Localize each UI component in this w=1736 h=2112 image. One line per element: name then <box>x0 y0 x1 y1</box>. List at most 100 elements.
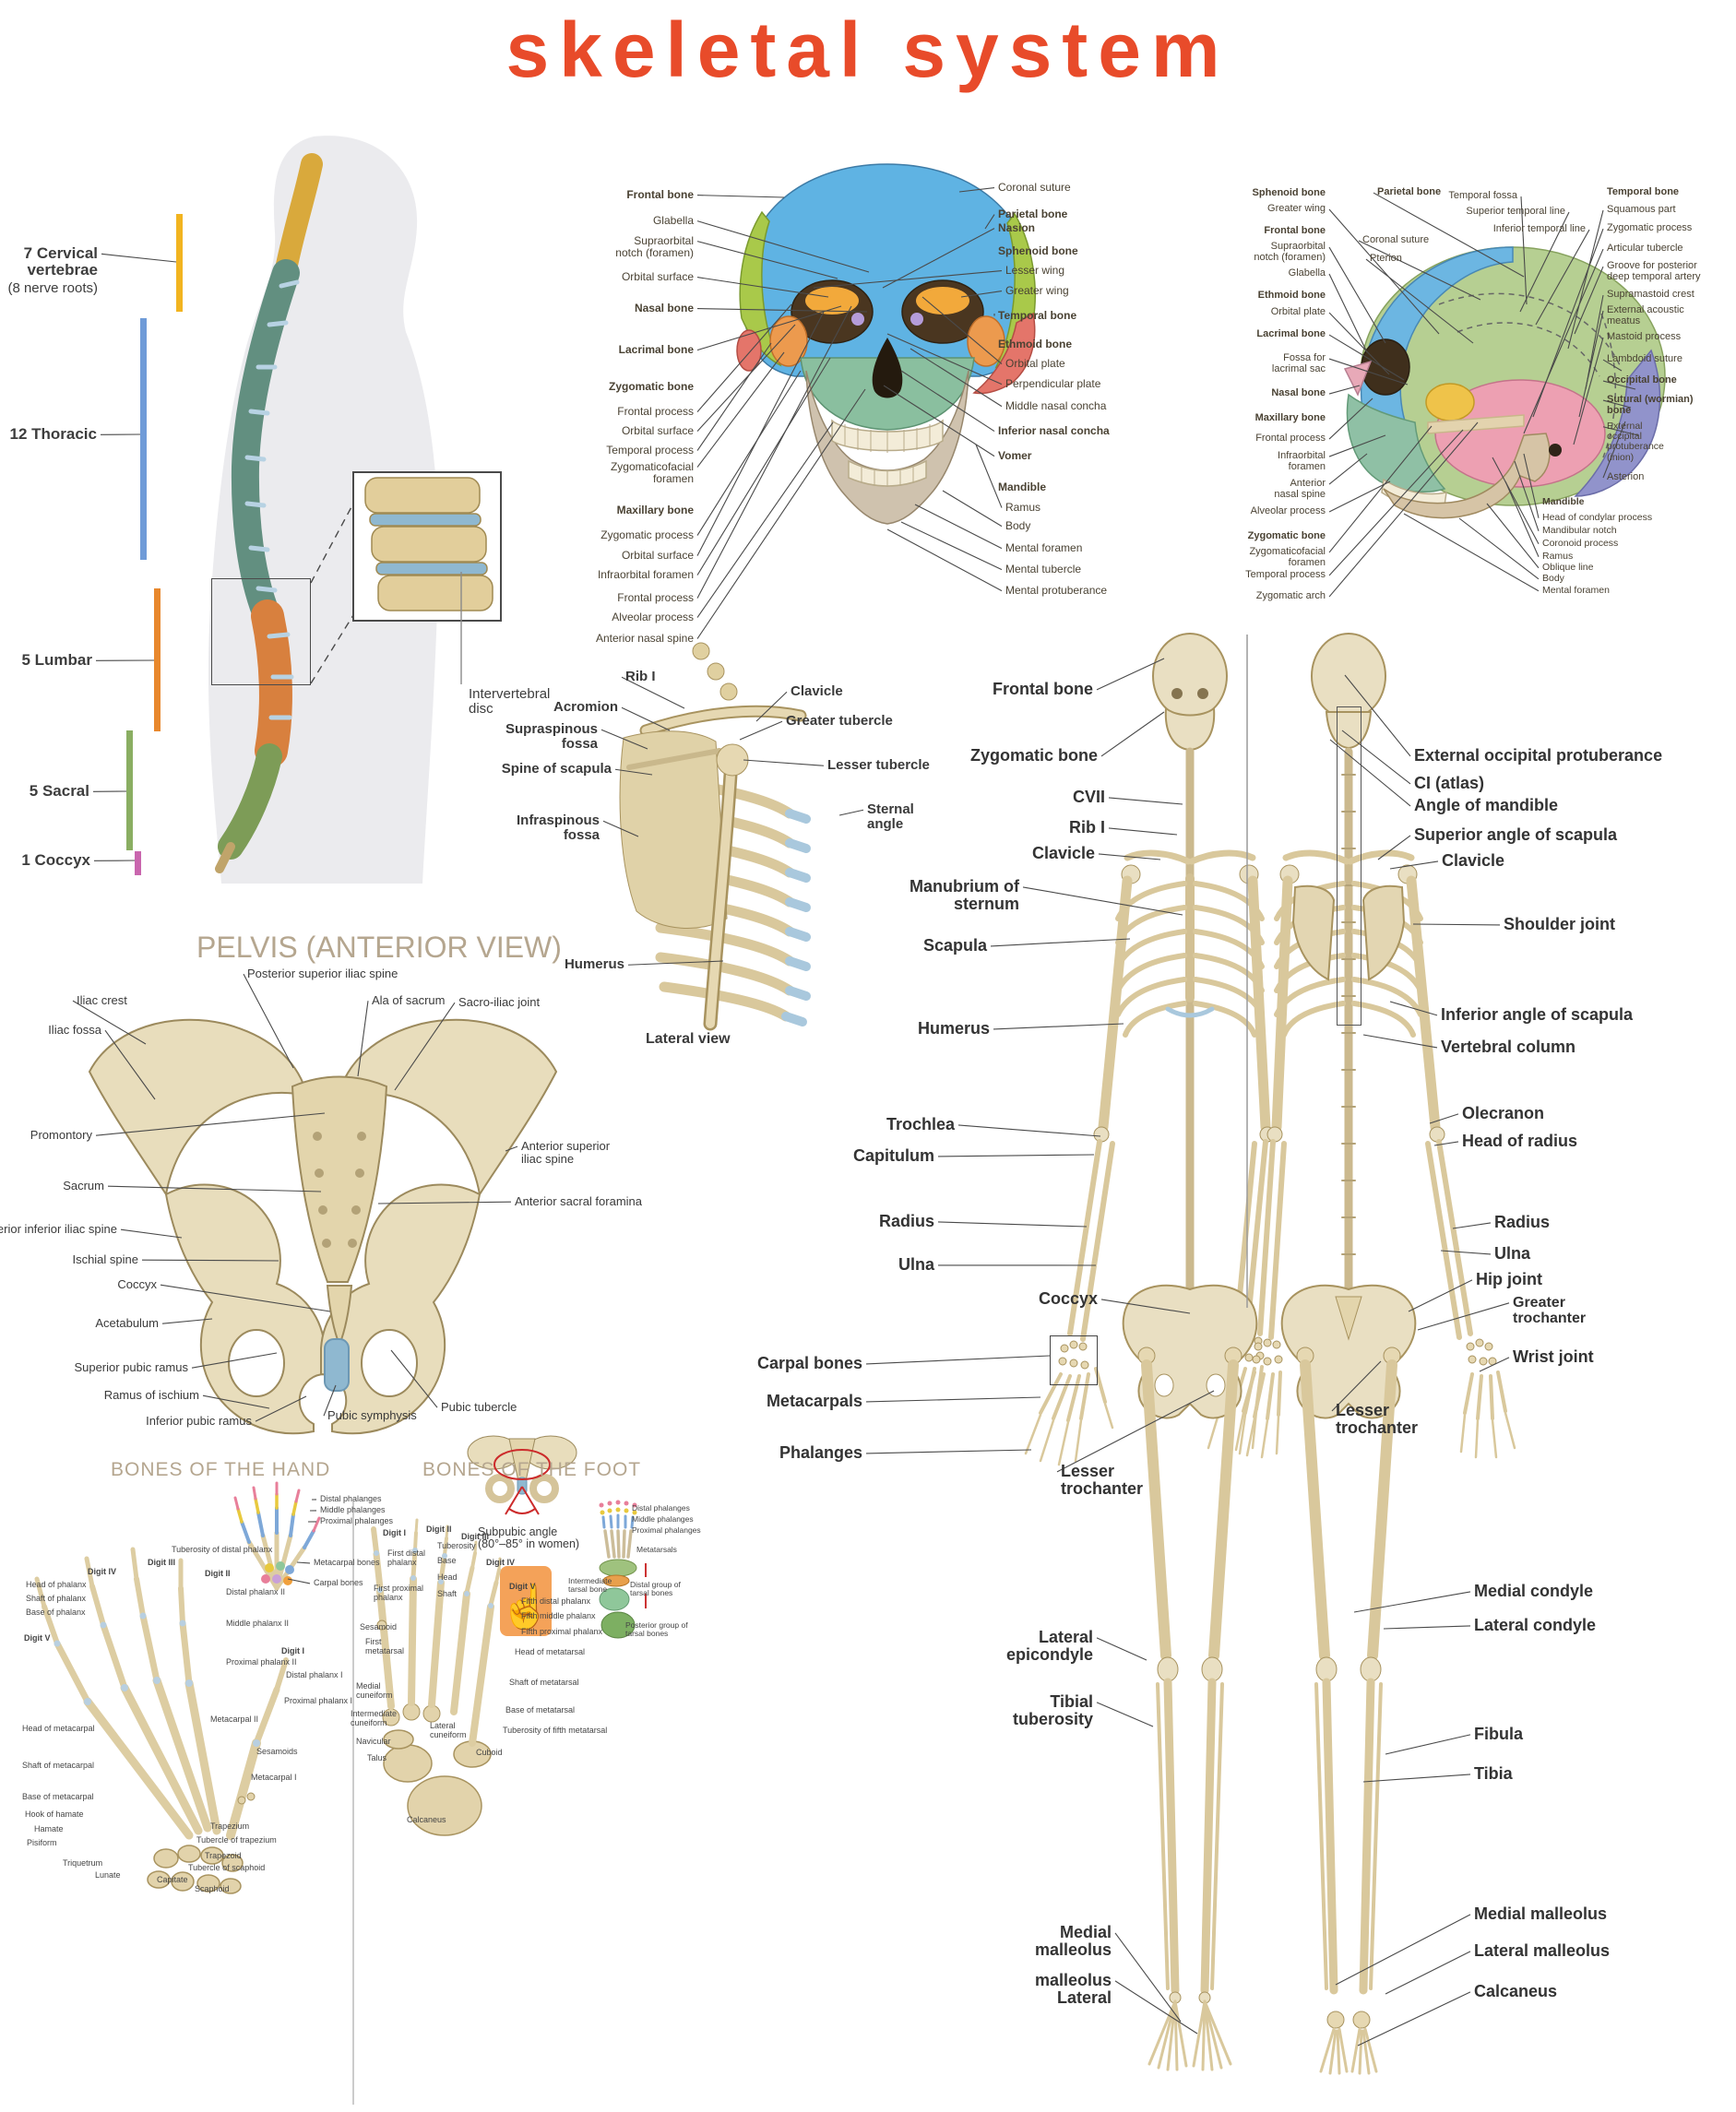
foot-label: Head <box>437 1572 458 1582</box>
thoracic-bar <box>140 318 147 560</box>
ribcage-label: Lateral view <box>646 1031 731 1047</box>
skull-lateral-left-label: Orbital plate <box>1270 306 1326 317</box>
foot-label: Distal phalanges <box>632 1503 690 1513</box>
foot-label: First metatarsal <box>365 1637 405 1655</box>
skeleton-back-figure <box>1234 633 1516 2075</box>
skull-anterior-left-label: Anterior nasal spine <box>595 632 694 645</box>
skull-lateral-right-label: Groove for posterior deep temporal arter… <box>1607 260 1701 282</box>
pelvis-label: Sacro-iliac joint <box>458 995 541 1009</box>
hand-label: Tuberosity of distal phalanx <box>172 1545 273 1554</box>
sacral-bar <box>126 730 133 850</box>
skull-lateral-mandible-label: Head of condylar process <box>1542 512 1653 523</box>
skull-lateral-mandible-label: Coronoid process <box>1542 538 1619 549</box>
skeleton-back-label: Head of radius <box>1462 1132 1578 1150</box>
pelvis-label: Pubic tubercle <box>441 1400 517 1414</box>
hand-label: Hook of hamate <box>25 1809 84 1819</box>
skull-anterior-left-label: Alveolar process <box>612 611 694 623</box>
ribcage-label: Infraspinous fossa <box>516 813 600 844</box>
skull-anterior-right-label: Nasion <box>998 221 1036 234</box>
lumbar-zoom-box <box>211 578 311 685</box>
skull-anterior-right-label: Greater wing <box>1005 284 1069 297</box>
pelvis-label: Pubic symphysis <box>327 1408 417 1422</box>
hand-label: Digit III <box>148 1558 175 1567</box>
skull-lateral-right-label: Squamous part <box>1607 204 1676 215</box>
skull-lateral-left-label: Zygomatic arch <box>1255 590 1326 601</box>
pelvis-label: Superior pubic ramus <box>74 1360 188 1374</box>
skeleton-front-label: Metacarpals <box>766 1392 862 1410</box>
hand-label: Trapezoid <box>205 1851 242 1860</box>
cervical-bar <box>176 214 183 312</box>
skull-anterior-right-label: Mental protuberance <box>1005 584 1108 597</box>
skull-anterior-right-label: Ethmoid bone <box>998 338 1072 350</box>
skeleton-front-label: Lateral epicondyle <box>1005 1628 1093 1665</box>
poster-title: skeletal system <box>505 6 1231 93</box>
skull-lateral-left-label: Zygomaticofacial foramen <box>1249 546 1326 568</box>
skull-lateral-mandible-label: Oblique line <box>1542 562 1594 573</box>
skull-anterior-right-label: Lesser wing <box>1005 264 1065 277</box>
skull-anterior-left-label: Glabella <box>652 214 694 227</box>
skeleton-back-label: CI (atlas) <box>1414 774 1485 792</box>
skull-lateral-left-label: Ethmoid bone <box>1257 290 1326 301</box>
skull-anterior-right-label: Middle nasal concha <box>1005 399 1107 412</box>
skull-lateral-left-label: Sphenoid bone <box>1252 187 1326 198</box>
foot-label: Digit II <box>426 1525 452 1534</box>
skull-lateral-top-label: Temporal fossa <box>1448 190 1517 201</box>
skeleton-front-label: Lesser trochanter <box>1061 1462 1144 1499</box>
skull-anterior-right-label: Coronal suture <box>998 181 1071 194</box>
hand-label: Distal phalanges <box>320 1494 382 1503</box>
foot-label: Cuboid <box>476 1748 503 1757</box>
skeleton-front-label: Capitulum <box>853 1146 934 1165</box>
skull-lateral-right-label: External acoustic meatus <box>1607 304 1684 326</box>
foot-label: Tuberosity <box>437 1541 476 1550</box>
pelvis-label: Anterior sacral foramina <box>515 1194 642 1208</box>
skeleton-front-label: Tibial tuberosity <box>1012 1692 1093 1729</box>
skeleton-front-label: Radius <box>878 1212 934 1230</box>
foot-label: Shaft <box>437 1589 458 1598</box>
skeleton-back-label: Ulna <box>1494 1244 1531 1263</box>
skull-anterior-left-label: Temporal process <box>606 444 694 457</box>
skeleton-back-label: Superior angle of scapula <box>1414 825 1618 844</box>
hand-label: Digit I <box>281 1646 304 1655</box>
hand-label: Digit IV <box>88 1567 116 1576</box>
skeleton-back-label: Clavicle <box>1442 851 1505 870</box>
hand-label: Proximal phalanx II <box>226 1657 297 1667</box>
ribcage-label: Supraspinous fossa <box>505 721 598 753</box>
foot-label: Intermediate cuneiform <box>351 1709 398 1727</box>
hand-label: Shaft of phalanx <box>26 1594 87 1603</box>
skull-anterior-left-label: Orbital surface <box>621 424 694 437</box>
skull-anterior-left-label: Orbital surface <box>621 549 694 562</box>
skull-lateral-left-label: Lacrimal bone <box>1256 328 1326 339</box>
foot-label: Navicular <box>356 1737 391 1746</box>
foot-label: Intermediate tarsal bone <box>568 1576 612 1595</box>
skull-lateral-left-label: Temporal process <box>1245 569 1326 580</box>
hand-label: Tubercle of scaphoid <box>188 1863 266 1872</box>
skull-anterior-right-label: Parietal bone <box>998 208 1068 220</box>
skull-lateral-left-label: Fossa for lacrimal sac <box>1271 352 1326 374</box>
skeleton-back-label: External occipital protuberance <box>1414 746 1663 765</box>
foot-label: Calcaneus <box>407 1815 446 1824</box>
spine-label: 7 Cervical vertebrae <box>23 244 98 279</box>
skull-anterior-right-label: Sphenoid bone <box>998 244 1078 257</box>
foot-label: Medial cuneiform <box>356 1681 393 1700</box>
spine-inset-box <box>352 471 502 622</box>
skeleton-front-label: malleolus Lateral <box>1034 1971 1112 2008</box>
skeleton-back-label: Hip joint <box>1476 1270 1542 1288</box>
hand-label: Head of phalanx <box>26 1580 87 1589</box>
lumbar-bar <box>154 588 161 731</box>
skull-anterior-left-label: Zygomatic bone <box>608 380 694 393</box>
ribcage-label: Clavicle <box>791 683 843 699</box>
skeleton-front-label: Frontal bone <box>993 680 1093 698</box>
pelvis-label: Sacrum <box>63 1179 104 1192</box>
skull-lateral-left-label: Greater wing <box>1267 203 1326 214</box>
hand-label: Base of metacarpal <box>22 1792 94 1801</box>
skeleton-front-label: Phalanges <box>779 1443 862 1462</box>
skull-anterior-left-label: Maxillary bone <box>616 504 694 516</box>
pelvis-label: Ramus of ischium <box>103 1388 199 1402</box>
foot-label: Lateral cuneiform <box>430 1721 467 1739</box>
spine-label: (8 nerve roots) <box>7 280 98 296</box>
skeleton-front-label: Medial malleolus <box>1034 1923 1112 1960</box>
skeleton-front-label: Humerus <box>917 1019 990 1038</box>
skeleton-back-label: Angle of mandible <box>1414 796 1559 814</box>
skull-lateral-top-label: Inferior temporal line <box>1492 223 1586 234</box>
spine-label: 12 Thoracic <box>9 425 98 443</box>
